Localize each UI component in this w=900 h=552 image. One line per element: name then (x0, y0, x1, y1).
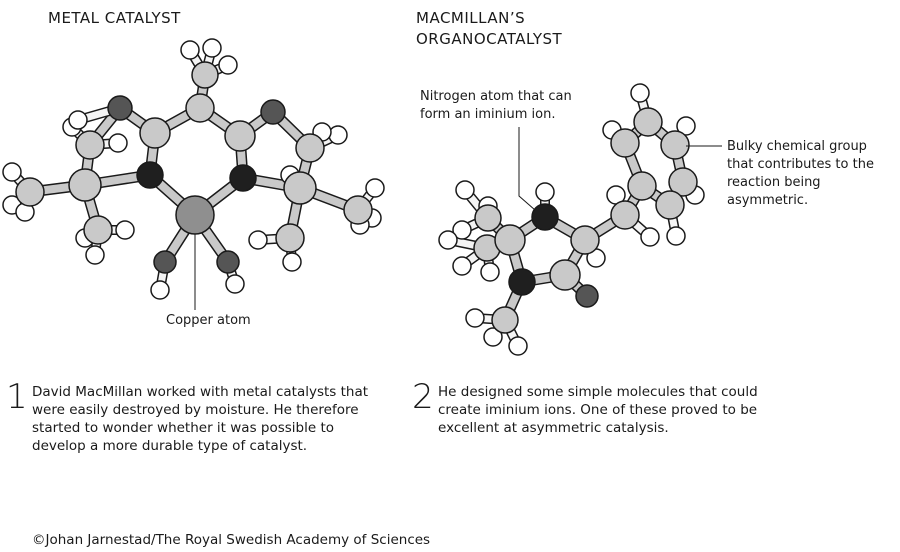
organocatalyst-title-line1: MACMILLAN’S (416, 9, 526, 27)
copper-atom-label: Copper atom (166, 313, 251, 328)
nitrogen-atom (531, 203, 559, 231)
step-1-text: David MacMillan worked with metal cataly… (32, 384, 369, 454)
bulky-group-label-line2: that contributes to the (727, 157, 874, 172)
organocatalyst-molecule (438, 83, 722, 356)
nitrogen-label-line1: Nitrogen atom that can (420, 89, 572, 104)
copper-atom (175, 195, 215, 235)
nitrogen-label-line2: form an iminium ion. (420, 107, 556, 122)
step-2-text: He designed some simple molecules that c… (438, 384, 758, 436)
bulky-group-label-line1: Bulky chemical group (727, 139, 867, 154)
organocatalyst-title-line2: ORGANOCATALYST (416, 30, 563, 48)
bulky-group-label-line4: asymmetric. (727, 193, 809, 208)
nitrogen-leader-line (518, 127, 536, 211)
step-2-number: 2 (412, 377, 434, 417)
credit-line: ©Johan Jarnestad/The Royal Swedish Acade… (32, 532, 431, 548)
metal-catalyst-molecule (2, 38, 385, 310)
step-1-number: 1 (6, 377, 28, 417)
bulky-group-label-line3: reaction being (727, 175, 821, 190)
metal-catalyst-title: METAL CATALYST (48, 9, 181, 27)
